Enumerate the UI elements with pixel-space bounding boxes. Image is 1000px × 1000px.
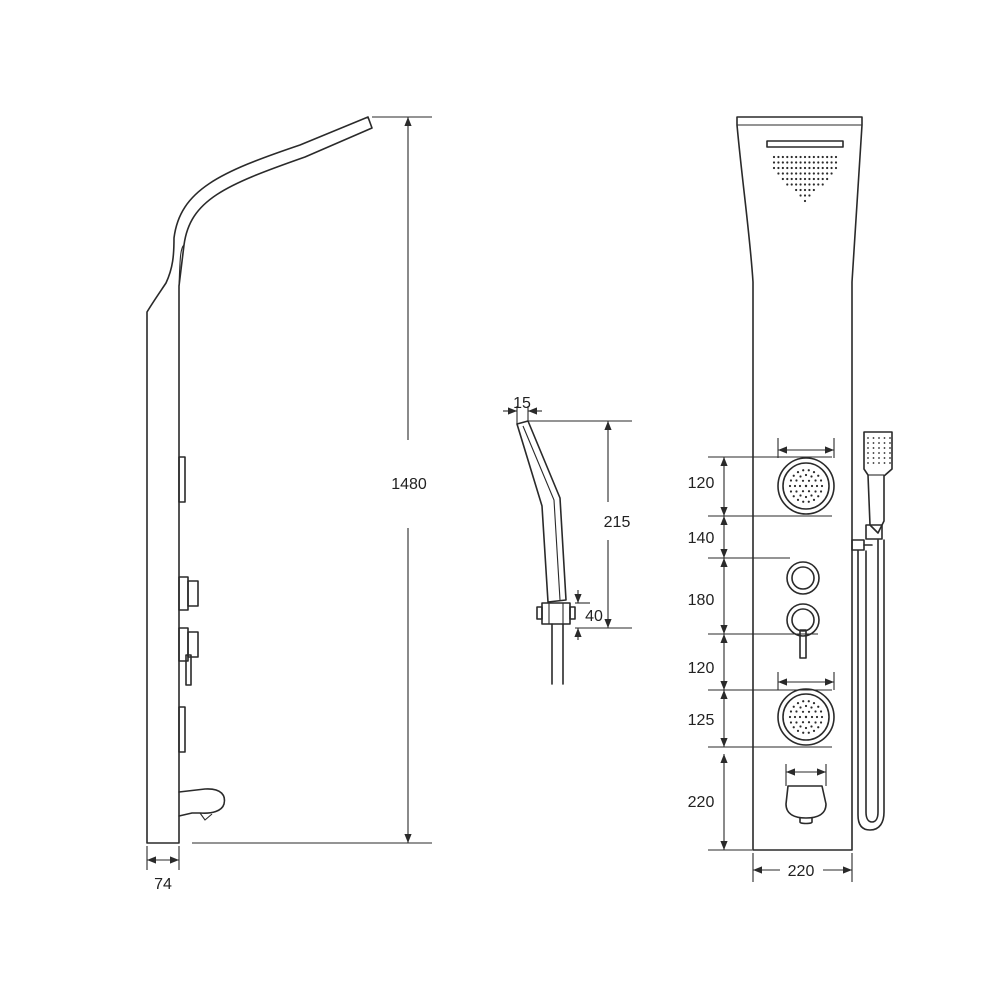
dim-label-120-a: 120 (688, 475, 715, 492)
diverter-knob (786, 561, 820, 595)
dim-handset-tip: 15 (503, 395, 542, 424)
body-jet-upper (777, 457, 835, 515)
dim-panel-width: 220 (752, 853, 853, 882)
side-tub-spout (178, 788, 226, 817)
side-mixer-knob (178, 627, 199, 686)
hand-shower (851, 431, 893, 831)
side-diverter-knob (178, 576, 199, 611)
side-spout-tip (199, 812, 213, 821)
dim-label-15: 15 (513, 395, 531, 412)
rain-shower-nozzles (772, 155, 838, 203)
side-view: 74 1480 (146, 116, 432, 893)
handset-holder-bracket (536, 602, 576, 625)
side-body-jet-lower (178, 706, 186, 753)
handset-edge (522, 425, 561, 601)
handset-view: 15 215 40 (503, 395, 632, 685)
dim-label-215: 215 (604, 514, 631, 531)
dim-label-125: 125 (688, 712, 715, 729)
side-panel-outline (146, 116, 373, 844)
side-arm-inner (178, 244, 185, 287)
dim-label-74: 74 (154, 876, 172, 893)
front-view: 120 140 180 120 125 220 220 (688, 116, 893, 882)
mixer-knob (786, 603, 820, 659)
front-panel-outline (736, 116, 863, 851)
dim-label-220-width: 220 (788, 863, 815, 880)
dim-label-120-b: 120 (688, 660, 715, 677)
dim-chain-vertical: 120 140 180 120 125 220 (688, 456, 832, 851)
tub-spout (785, 785, 827, 825)
dim-label-140: 140 (688, 530, 715, 547)
dim-handset-length: 215 (528, 420, 632, 629)
dim-handset-holder: 40 (574, 590, 603, 640)
dim-label-220-vertical: 220 (688, 794, 715, 811)
dim-total-height: 1480 (192, 116, 432, 844)
dim-label-180: 180 (688, 592, 715, 609)
dim-label-40: 40 (585, 608, 603, 625)
waterfall-slot (766, 140, 844, 148)
side-body-jet-upper (178, 456, 186, 503)
body-jet-lower (777, 688, 835, 746)
dim-side-thickness: 74 (146, 846, 180, 893)
dim-component-widths (777, 438, 835, 786)
dim-label-1480: 1480 (391, 476, 427, 493)
